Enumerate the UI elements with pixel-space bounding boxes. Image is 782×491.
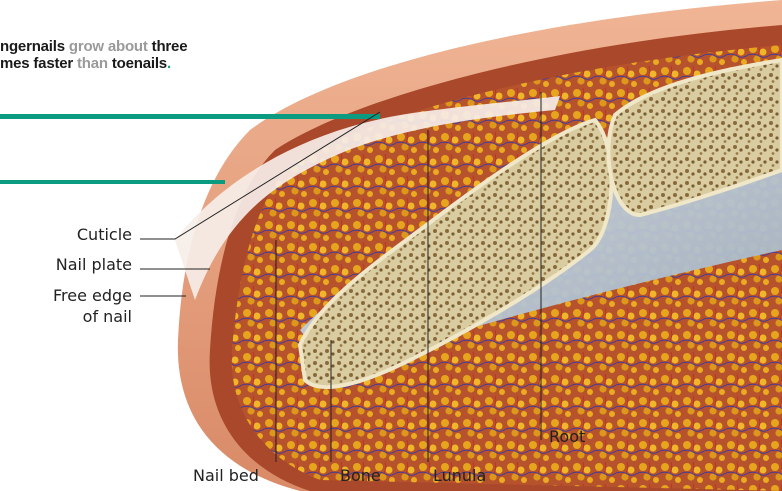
- fact-line-2: mes faster than toenails.: [0, 55, 171, 73]
- fact-text-fingernails: ngernails: [0, 38, 65, 55]
- fact-text-period: .: [167, 55, 171, 72]
- label-nail-bed: Nail bed: [193, 466, 259, 485]
- label-lunula: Lunula: [433, 466, 486, 485]
- fact-text-three: three: [152, 38, 188, 55]
- label-free-edge-line1: Free edge: [53, 286, 132, 305]
- label-bone: Bone: [340, 466, 381, 485]
- fact-text-grow-about: grow about: [65, 38, 152, 55]
- label-root: Root: [549, 427, 585, 446]
- label-nail-plate: Nail plate: [56, 255, 132, 274]
- fact-line-1: ngernails grow about three: [0, 38, 187, 56]
- fact-text-than: than: [73, 55, 112, 72]
- fact-text-toenails: toenails: [112, 55, 167, 72]
- label-cuticle: Cuticle: [77, 225, 132, 244]
- fact-rule-top: [0, 114, 380, 119]
- fact-text-times-faster: mes faster: [0, 55, 73, 72]
- label-free-edge-line2: of nail: [83, 307, 132, 326]
